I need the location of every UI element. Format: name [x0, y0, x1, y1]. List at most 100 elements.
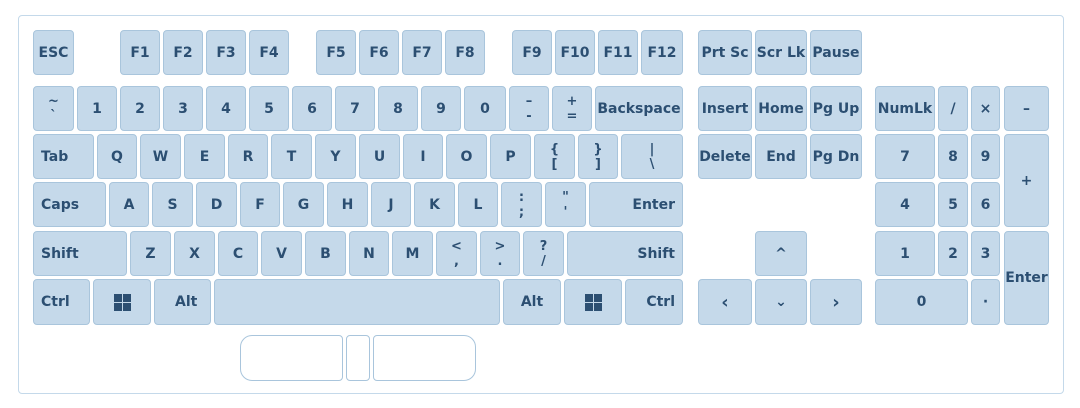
- key-r[interactable]: R: [228, 134, 268, 179]
- key-tilde[interactable]: ~ `: [33, 86, 74, 131]
- key-6[interactable]: 6: [292, 86, 332, 131]
- key-f5[interactable]: F5: [316, 30, 356, 75]
- key-8[interactable]: 8: [378, 86, 418, 131]
- key-alt-right[interactable]: Alt: [503, 279, 561, 325]
- key-y[interactable]: Y: [315, 134, 356, 179]
- key-pause[interactable]: Pause: [810, 30, 862, 75]
- key-backspace[interactable]: Backspace: [595, 86, 683, 131]
- key-shift-left[interactable]: Shift: [33, 231, 127, 276]
- key-f10[interactable]: F10: [555, 30, 595, 75]
- key-e[interactable]: E: [184, 134, 225, 179]
- key-esc[interactable]: ESC: [33, 30, 74, 75]
- key-d[interactable]: D: [196, 182, 237, 227]
- key-windows-right[interactable]: [564, 279, 622, 325]
- key-delete[interactable]: Delete: [698, 134, 752, 179]
- key-comma[interactable]: < ,: [436, 231, 477, 276]
- key-caps-lock[interactable]: Caps: [33, 182, 106, 227]
- key-arrow-right[interactable]: ›: [810, 279, 862, 325]
- key-k[interactable]: K: [414, 182, 455, 227]
- key-numpad-5[interactable]: 5: [938, 182, 968, 227]
- key-1[interactable]: 1: [77, 86, 117, 131]
- key-9[interactable]: 9: [421, 86, 461, 131]
- key-4[interactable]: 4: [206, 86, 246, 131]
- key-semicolon[interactable]: : ;: [501, 182, 542, 227]
- key-f4[interactable]: F4: [249, 30, 289, 75]
- key-arrow-left[interactable]: ‹: [698, 279, 752, 325]
- key-page-up[interactable]: Pg Up: [810, 86, 862, 131]
- key-f[interactable]: F: [240, 182, 280, 227]
- key-enter[interactable]: Enter: [589, 182, 683, 227]
- key-f1[interactable]: F1: [120, 30, 160, 75]
- key-numpad-0[interactable]: 0: [875, 279, 968, 325]
- key-s[interactable]: S: [152, 182, 193, 227]
- key-print-screen[interactable]: Prt Sc: [698, 30, 752, 75]
- key-numpad-2[interactable]: 2: [938, 231, 968, 276]
- key-3[interactable]: 3: [163, 86, 203, 131]
- key-minus[interactable]: – -: [509, 86, 549, 131]
- key-b[interactable]: B: [305, 231, 346, 276]
- key-ctrl-left[interactable]: Ctrl: [33, 279, 90, 325]
- key-f2[interactable]: F2: [163, 30, 203, 75]
- key-end[interactable]: End: [755, 134, 807, 179]
- key-backslash[interactable]: | \: [621, 134, 683, 179]
- key-numpad-divide[interactable]: /: [938, 86, 968, 131]
- key-v[interactable]: V: [261, 231, 302, 276]
- key-equal[interactable]: + =: [552, 86, 592, 131]
- key-alt-left[interactable]: Alt: [154, 279, 211, 325]
- key-windows-left[interactable]: [93, 279, 151, 325]
- key-space[interactable]: [214, 279, 500, 325]
- key-slash[interactable]: ? /: [523, 231, 564, 276]
- key-arrow-up[interactable]: ^: [755, 231, 807, 276]
- key-p[interactable]: P: [490, 134, 531, 179]
- key-quote[interactable]: " ': [545, 182, 586, 227]
- key-numpad-3[interactable]: 3: [971, 231, 1000, 276]
- key-arrow-down[interactable]: ⌄: [755, 279, 807, 325]
- key-f8[interactable]: F8: [445, 30, 485, 75]
- key-right-bracket[interactable]: } ]: [578, 134, 618, 179]
- key-page-down[interactable]: Pg Dn: [810, 134, 862, 179]
- key-m[interactable]: M: [392, 231, 433, 276]
- key-tab[interactable]: Tab: [33, 134, 94, 179]
- key-numpad-enter[interactable]: Enter: [1004, 231, 1049, 325]
- key-w[interactable]: W: [140, 134, 181, 179]
- key-f6[interactable]: F6: [359, 30, 399, 75]
- key-0[interactable]: 0: [464, 86, 506, 131]
- key-q[interactable]: Q: [97, 134, 137, 179]
- key-left-bracket[interactable]: { [: [534, 134, 575, 179]
- key-a[interactable]: A: [109, 182, 149, 227]
- key-f12[interactable]: F12: [641, 30, 683, 75]
- key-n[interactable]: N: [349, 231, 389, 276]
- key-home[interactable]: Home: [755, 86, 807, 131]
- key-f3[interactable]: F3: [206, 30, 246, 75]
- key-i[interactable]: I: [403, 134, 443, 179]
- key-7[interactable]: 7: [335, 86, 375, 131]
- key-x[interactable]: X: [174, 231, 215, 276]
- key-numpad-multiply[interactable]: ×: [971, 86, 1000, 131]
- key-l[interactable]: L: [458, 182, 498, 227]
- key-numpad-subtract[interactable]: –: [1004, 86, 1049, 131]
- key-numpad-9[interactable]: 9: [971, 134, 1000, 179]
- touchpad-left-button[interactable]: [240, 335, 343, 381]
- key-numpad-1[interactable]: 1: [875, 231, 935, 276]
- key-f11[interactable]: F11: [598, 30, 638, 75]
- key-numpad-4[interactable]: 4: [875, 182, 935, 227]
- key-ctrl-right[interactable]: Ctrl: [625, 279, 683, 325]
- key-2[interactable]: 2: [120, 86, 160, 131]
- key-t[interactable]: T: [271, 134, 312, 179]
- key-insert[interactable]: Insert: [698, 86, 752, 131]
- key-shift-right[interactable]: Shift: [567, 231, 683, 276]
- key-f9[interactable]: F9: [512, 30, 552, 75]
- key-period[interactable]: > .: [480, 231, 520, 276]
- key-h[interactable]: H: [327, 182, 368, 227]
- key-o[interactable]: O: [446, 134, 487, 179]
- key-numpad-6[interactable]: 6: [971, 182, 1000, 227]
- touchpad-right-button[interactable]: [373, 335, 476, 381]
- key-numpad-7[interactable]: 7: [875, 134, 935, 179]
- key-c[interactable]: C: [218, 231, 258, 276]
- key-scroll-lock[interactable]: Scr Lk: [755, 30, 807, 75]
- key-z[interactable]: Z: [130, 231, 171, 276]
- key-g[interactable]: G: [283, 182, 324, 227]
- key-numpad-8[interactable]: 8: [938, 134, 968, 179]
- key-j[interactable]: J: [371, 182, 411, 227]
- touchpad-middle-button[interactable]: [346, 335, 370, 381]
